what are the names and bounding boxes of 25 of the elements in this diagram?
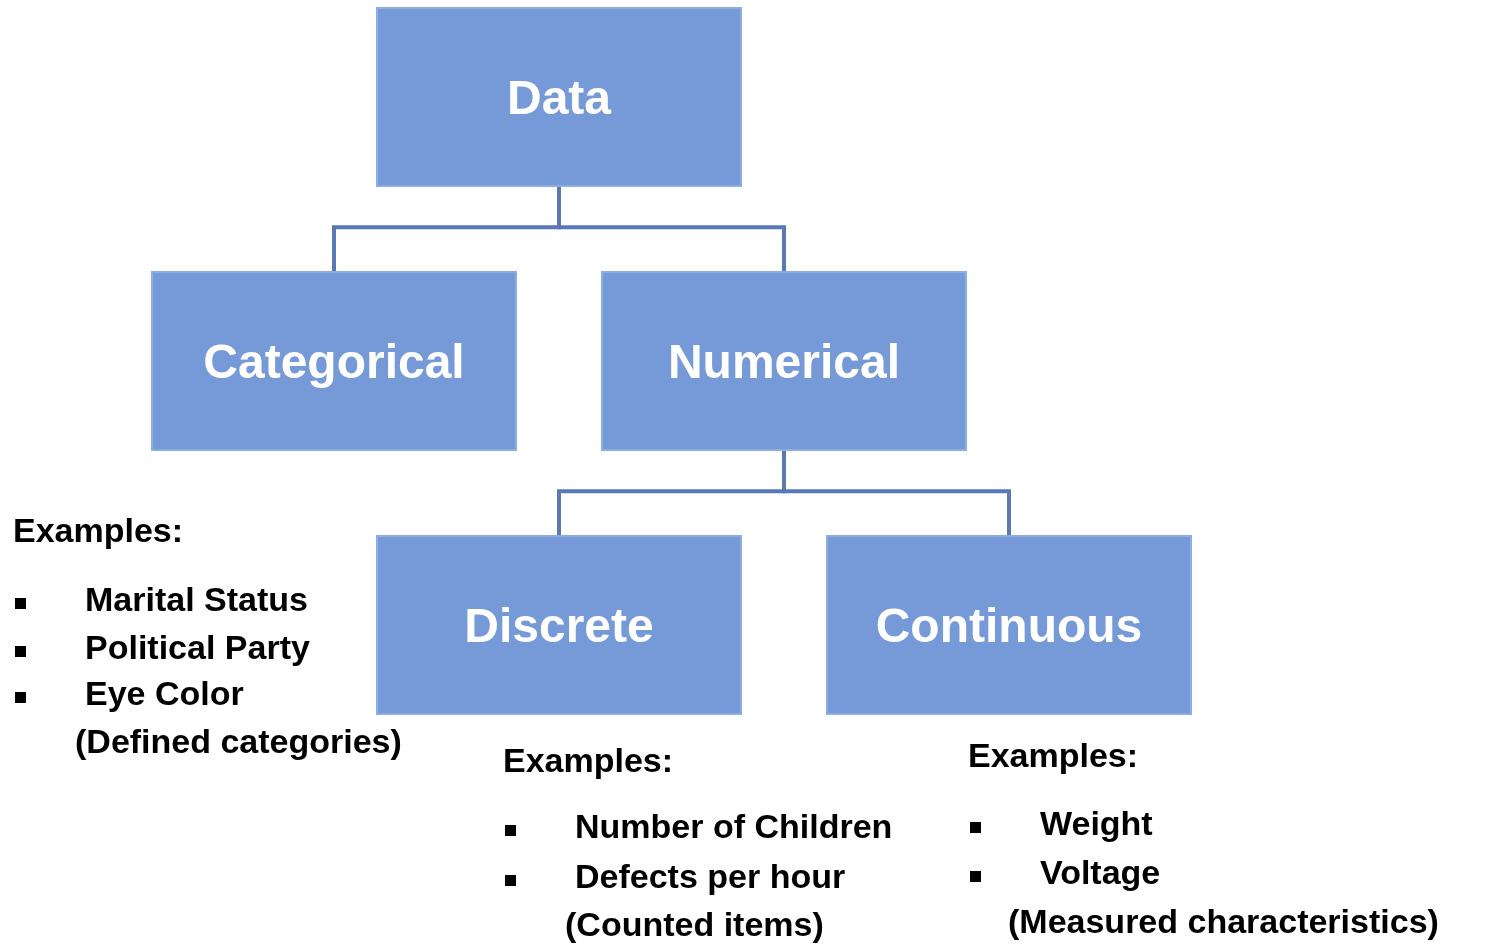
box-title: Discrete — [464, 597, 654, 653]
list-item: Defects per hour — [575, 856, 846, 896]
connector-line — [557, 187, 786, 271]
examples-heading: Examples: — [968, 735, 1139, 775]
list-item: Weight — [1040, 803, 1153, 843]
list-item: Eye Color — [85, 673, 244, 713]
note-text: (Defined categories) — [75, 721, 402, 761]
list-item: Marital Status — [85, 579, 308, 619]
category-box — [376, 535, 742, 715]
category-box — [376, 7, 742, 187]
list-item: Political Party — [85, 627, 310, 667]
box-title: Data — [506, 69, 611, 125]
category-box — [826, 535, 1192, 715]
examples-heading: Examples: — [13, 510, 184, 550]
connector-line — [782, 451, 1011, 535]
examples-heading: Examples: — [503, 740, 674, 780]
category-box — [151, 271, 517, 451]
box-title: Numerical — [667, 333, 901, 389]
note-text: (Counted items) — [565, 904, 824, 944]
category-box — [601, 271, 967, 451]
note-text: (Measured characteristics) — [1008, 901, 1439, 941]
box-title: Categorical — [203, 333, 465, 389]
list-item: Number of Children — [575, 806, 893, 846]
list-item: Voltage — [1040, 852, 1161, 892]
box-title: Continuous — [875, 597, 1143, 653]
